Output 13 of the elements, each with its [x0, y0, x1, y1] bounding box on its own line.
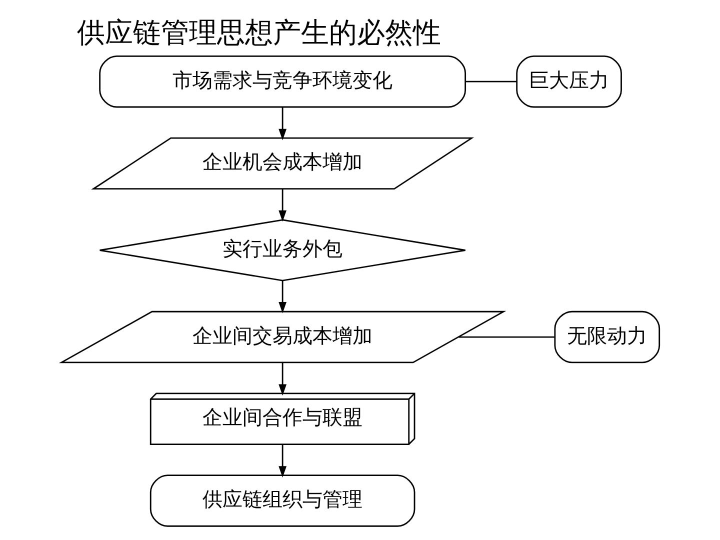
node-diamond: 实行业务外包	[98, 219, 466, 282]
arrow	[278, 362, 286, 396]
node-box: 供应链组织与管理	[149, 474, 415, 527]
arrow	[278, 189, 286, 222]
node-box: 无限动力	[554, 310, 660, 364]
connector	[458, 336, 554, 338]
arrow	[278, 444, 286, 478]
diagram-title: 供应链管理思想产生的必然性	[76, 16, 441, 50]
arrow	[278, 107, 286, 140]
arrow	[278, 281, 286, 314]
node-box: 巨大压力	[516, 56, 622, 108]
node-box: 市场需求与竞争环境变化	[98, 56, 466, 108]
connector	[465, 80, 516, 82]
